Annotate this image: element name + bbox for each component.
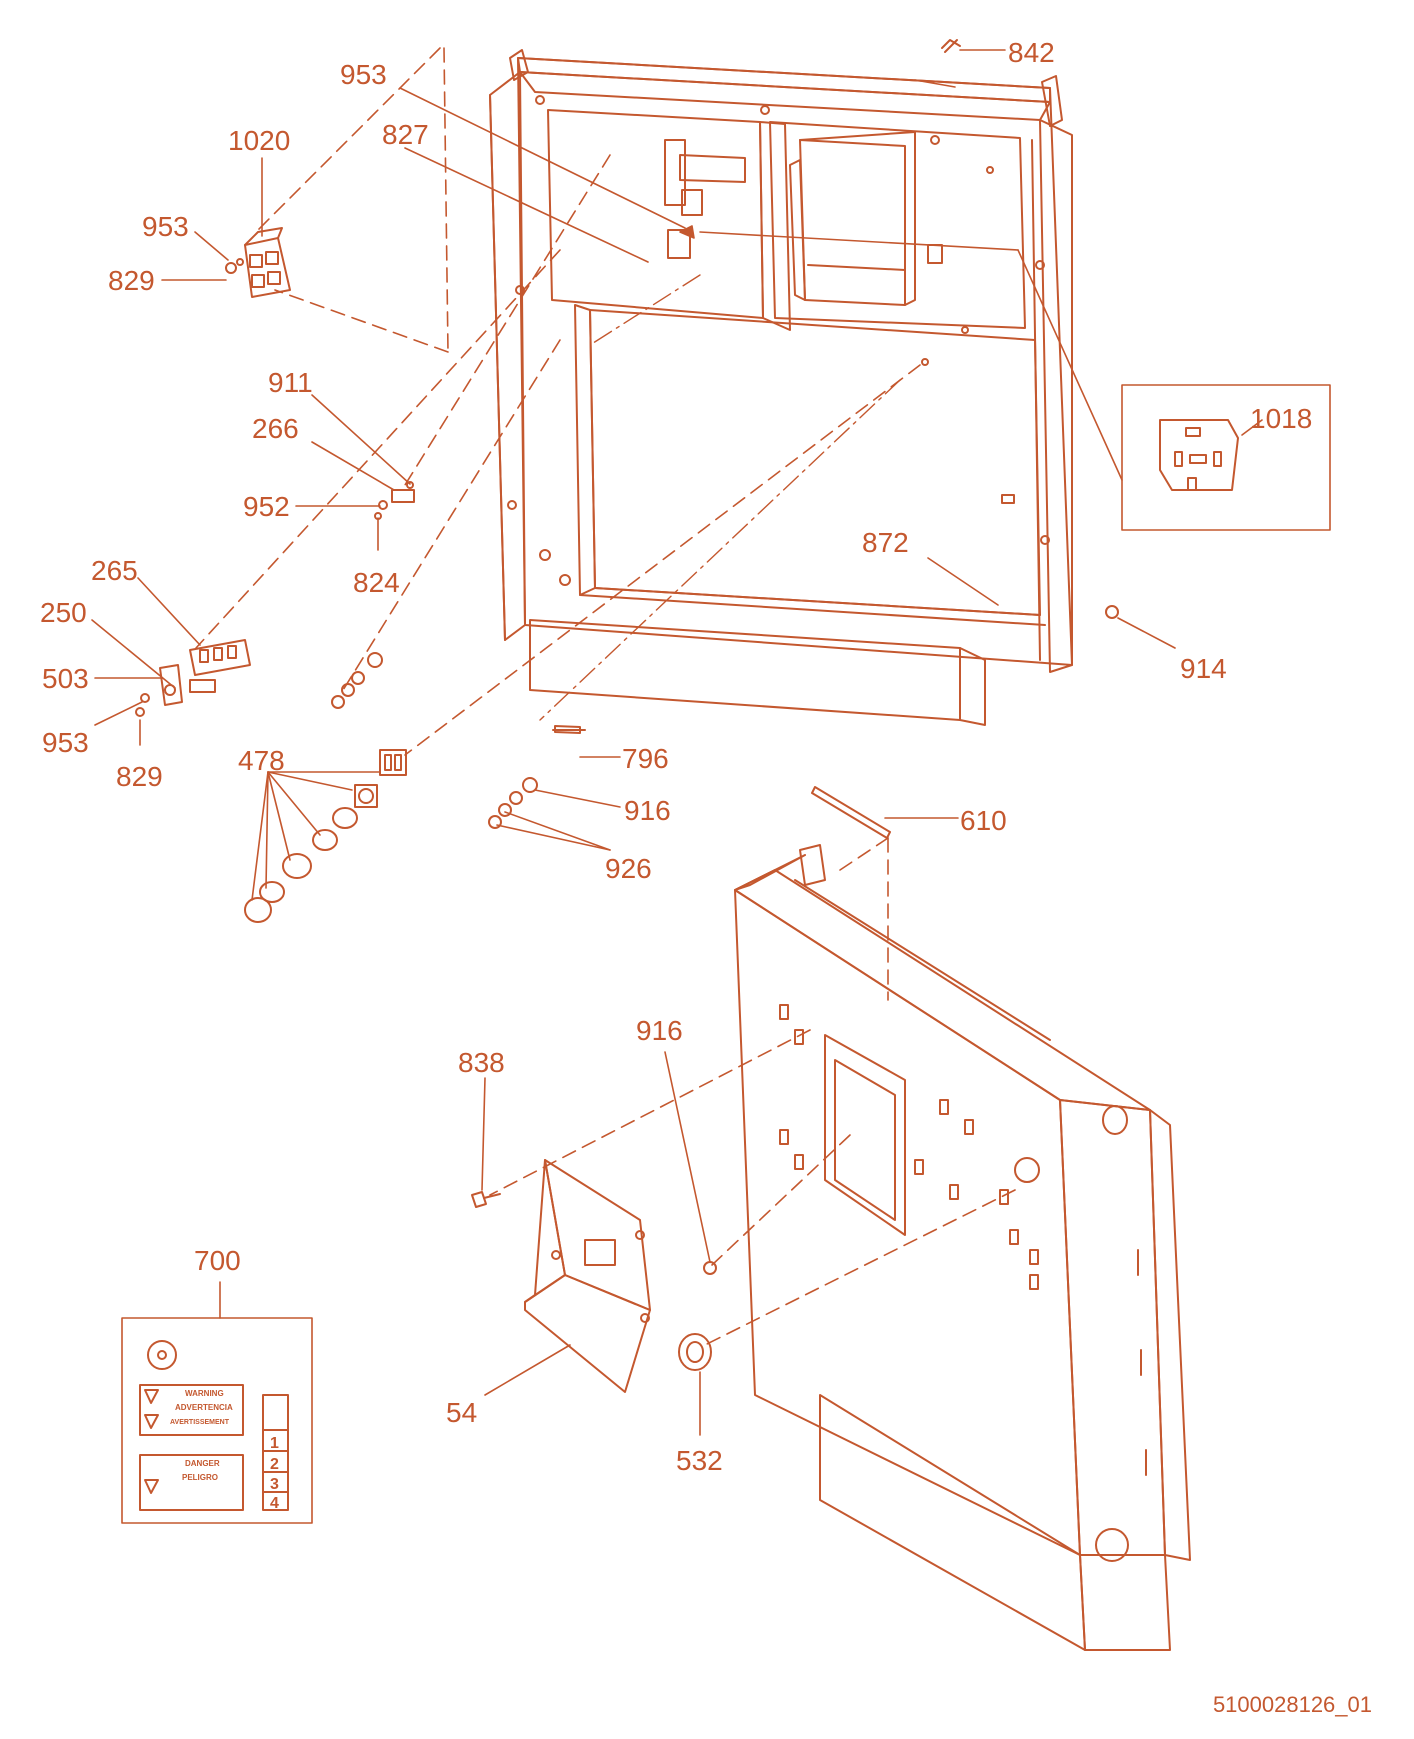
inset-plug-1018 (1121, 384, 1331, 531)
decal-step-3: 3 (270, 1476, 279, 1493)
callout-953c: 953 (42, 727, 89, 758)
callout-1018: 1018 (1250, 403, 1312, 434)
stud-796-nuts (488, 725, 586, 829)
nut-stack-left (331, 652, 383, 709)
decal-step-1: 1 (270, 1435, 279, 1452)
cover-plate-54 (524, 1159, 651, 1393)
decal-text: WARNING ADVERTENCIA AVERTISSEMENT DANGER… (170, 1389, 279, 1512)
assembly-lines (195, 47, 1016, 1346)
bolt-838 (471, 1191, 501, 1208)
clamp-503 (135, 664, 216, 717)
callout-911: 911 (268, 367, 313, 398)
callout-796: 796 (622, 743, 669, 774)
drawing-number: 5100028126_01 (1213, 1692, 1372, 1717)
callout-478: 478 (238, 745, 285, 776)
gasket-610 (811, 786, 891, 839)
callout-953b: 953 (142, 211, 189, 242)
callout-872: 872 (862, 527, 909, 558)
callout-266: 266 (252, 413, 299, 444)
decal-warning-text: WARNING (185, 1389, 224, 1398)
decal-danger-text: DANGER (185, 1459, 220, 1468)
lower-enclosure-box (734, 844, 1191, 1651)
callout-54: 54 (446, 1397, 477, 1428)
callout-532: 532 (676, 1445, 723, 1476)
callout-953a: 953 (340, 59, 387, 90)
callout-829b: 829 (116, 761, 163, 792)
callout-503: 503 (42, 663, 89, 694)
callout-824: 824 (353, 567, 400, 598)
connector-911-266 (374, 481, 415, 520)
decal-advertencia-text: ADVERTENCIA (175, 1403, 233, 1412)
callout-827: 827 (382, 119, 429, 150)
callout-926: 926 (605, 853, 652, 884)
decal-sheet-700 (121, 1317, 313, 1524)
decal-avertissement-text: AVERTISSEMENT (170, 1419, 230, 1426)
callout-610: 610 (960, 805, 1007, 836)
decal-peligro-text: PELIGRO (182, 1473, 218, 1482)
leader-lines (91, 49, 1263, 1436)
callout-1020: 1020 (228, 125, 290, 156)
nut-914 (1105, 605, 1119, 619)
callout-916b: 916 (636, 1015, 683, 1046)
callout-829a: 829 (108, 265, 155, 296)
decal-step-4: 4 (270, 1495, 279, 1512)
callout-700: 700 (194, 1245, 241, 1276)
upper-panel-frame (489, 49, 1073, 726)
callout-838: 838 (458, 1047, 505, 1078)
bushing-532 (678, 1333, 712, 1371)
callout-842: 842 (1008, 37, 1055, 68)
decal-step-2: 2 (270, 1456, 279, 1473)
terminal-block-1020 (225, 227, 291, 298)
terminal-strip-265 (189, 639, 251, 676)
bolt-842 (941, 39, 961, 53)
callout-916a: 916 (624, 795, 671, 826)
callout-952: 952 (243, 491, 290, 522)
callout-265: 265 (91, 555, 138, 586)
callout-914: 914 (1180, 653, 1227, 684)
fuse-holder-478 (244, 749, 407, 923)
callout-250: 250 (40, 597, 87, 628)
callout-labels: 842 953 827 1020 953 829 911 266 952 824… (40, 37, 1312, 1476)
dash-dot-lines (539, 274, 901, 721)
